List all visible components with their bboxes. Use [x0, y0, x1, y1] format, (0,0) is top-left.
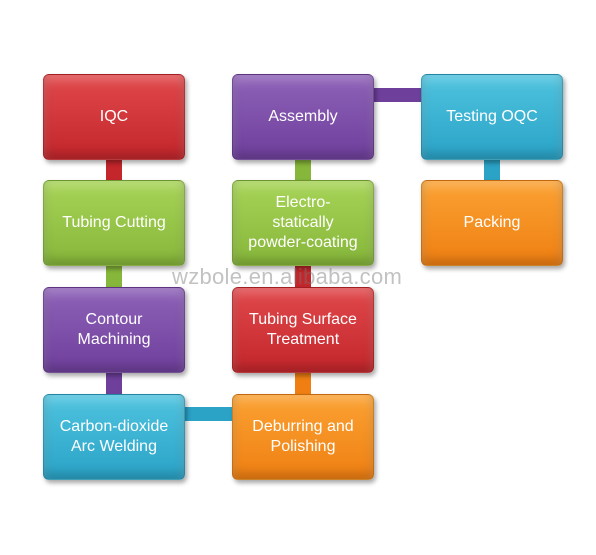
- step-tubing-cutting-label: Tubing Cutting: [62, 214, 166, 231]
- step-assembly: Assembly: [232, 74, 374, 160]
- step-powder-coating: Electro- statically powder-coating: [232, 180, 374, 266]
- connector-contour-machining-to-co2-welding: [106, 371, 122, 396]
- step-tubing-surface-treatment: Tubing Surface Treatment: [232, 287, 374, 373]
- connector-powder-coating-to-assembly: [295, 158, 311, 182]
- connector-surface-treatment-to-powder-coating: [295, 264, 311, 289]
- connector-tubing-cutting-to-contour-machining: [106, 264, 122, 289]
- step-co2-arc-welding-label: Carbon-dioxide Arc Welding: [59, 418, 169, 455]
- step-co2-arc-welding: Carbon-dioxide Arc Welding: [43, 394, 185, 480]
- step-tubing-surface-treatment-label: Tubing Surface Treatment: [249, 311, 357, 348]
- connector-iqc-to-tubing-cutting: [106, 158, 122, 182]
- step-tubing-cutting: Tubing Cutting: [43, 180, 185, 266]
- step-deburring-polishing: Deburring and Polishing: [232, 394, 374, 480]
- step-testing-oqc: Testing OQC: [421, 74, 563, 160]
- step-deburring-polishing-label: Deburring and Polishing: [252, 418, 354, 455]
- step-powder-coating-label: Electro- statically powder-coating: [248, 194, 358, 251]
- step-testing-oqc-label: Testing OQC: [446, 108, 538, 125]
- step-packing-label: Packing: [463, 214, 521, 231]
- step-contour-machining: Contour Machining: [43, 287, 185, 373]
- step-packing: Packing: [421, 180, 563, 266]
- step-contour-machining-label: Contour Machining: [77, 311, 151, 348]
- connector-co2-welding-to-deburring: [183, 407, 234, 421]
- connector-testing-oqc-to-packing: [484, 158, 500, 182]
- connector-assembly-to-testing-oqc: [372, 88, 423, 102]
- connector-deburring-to-surface-treatment: [295, 371, 311, 396]
- step-iqc: IQC: [43, 74, 185, 160]
- step-iqc-label: IQC: [99, 108, 129, 125]
- step-assembly-label: Assembly: [268, 108, 338, 125]
